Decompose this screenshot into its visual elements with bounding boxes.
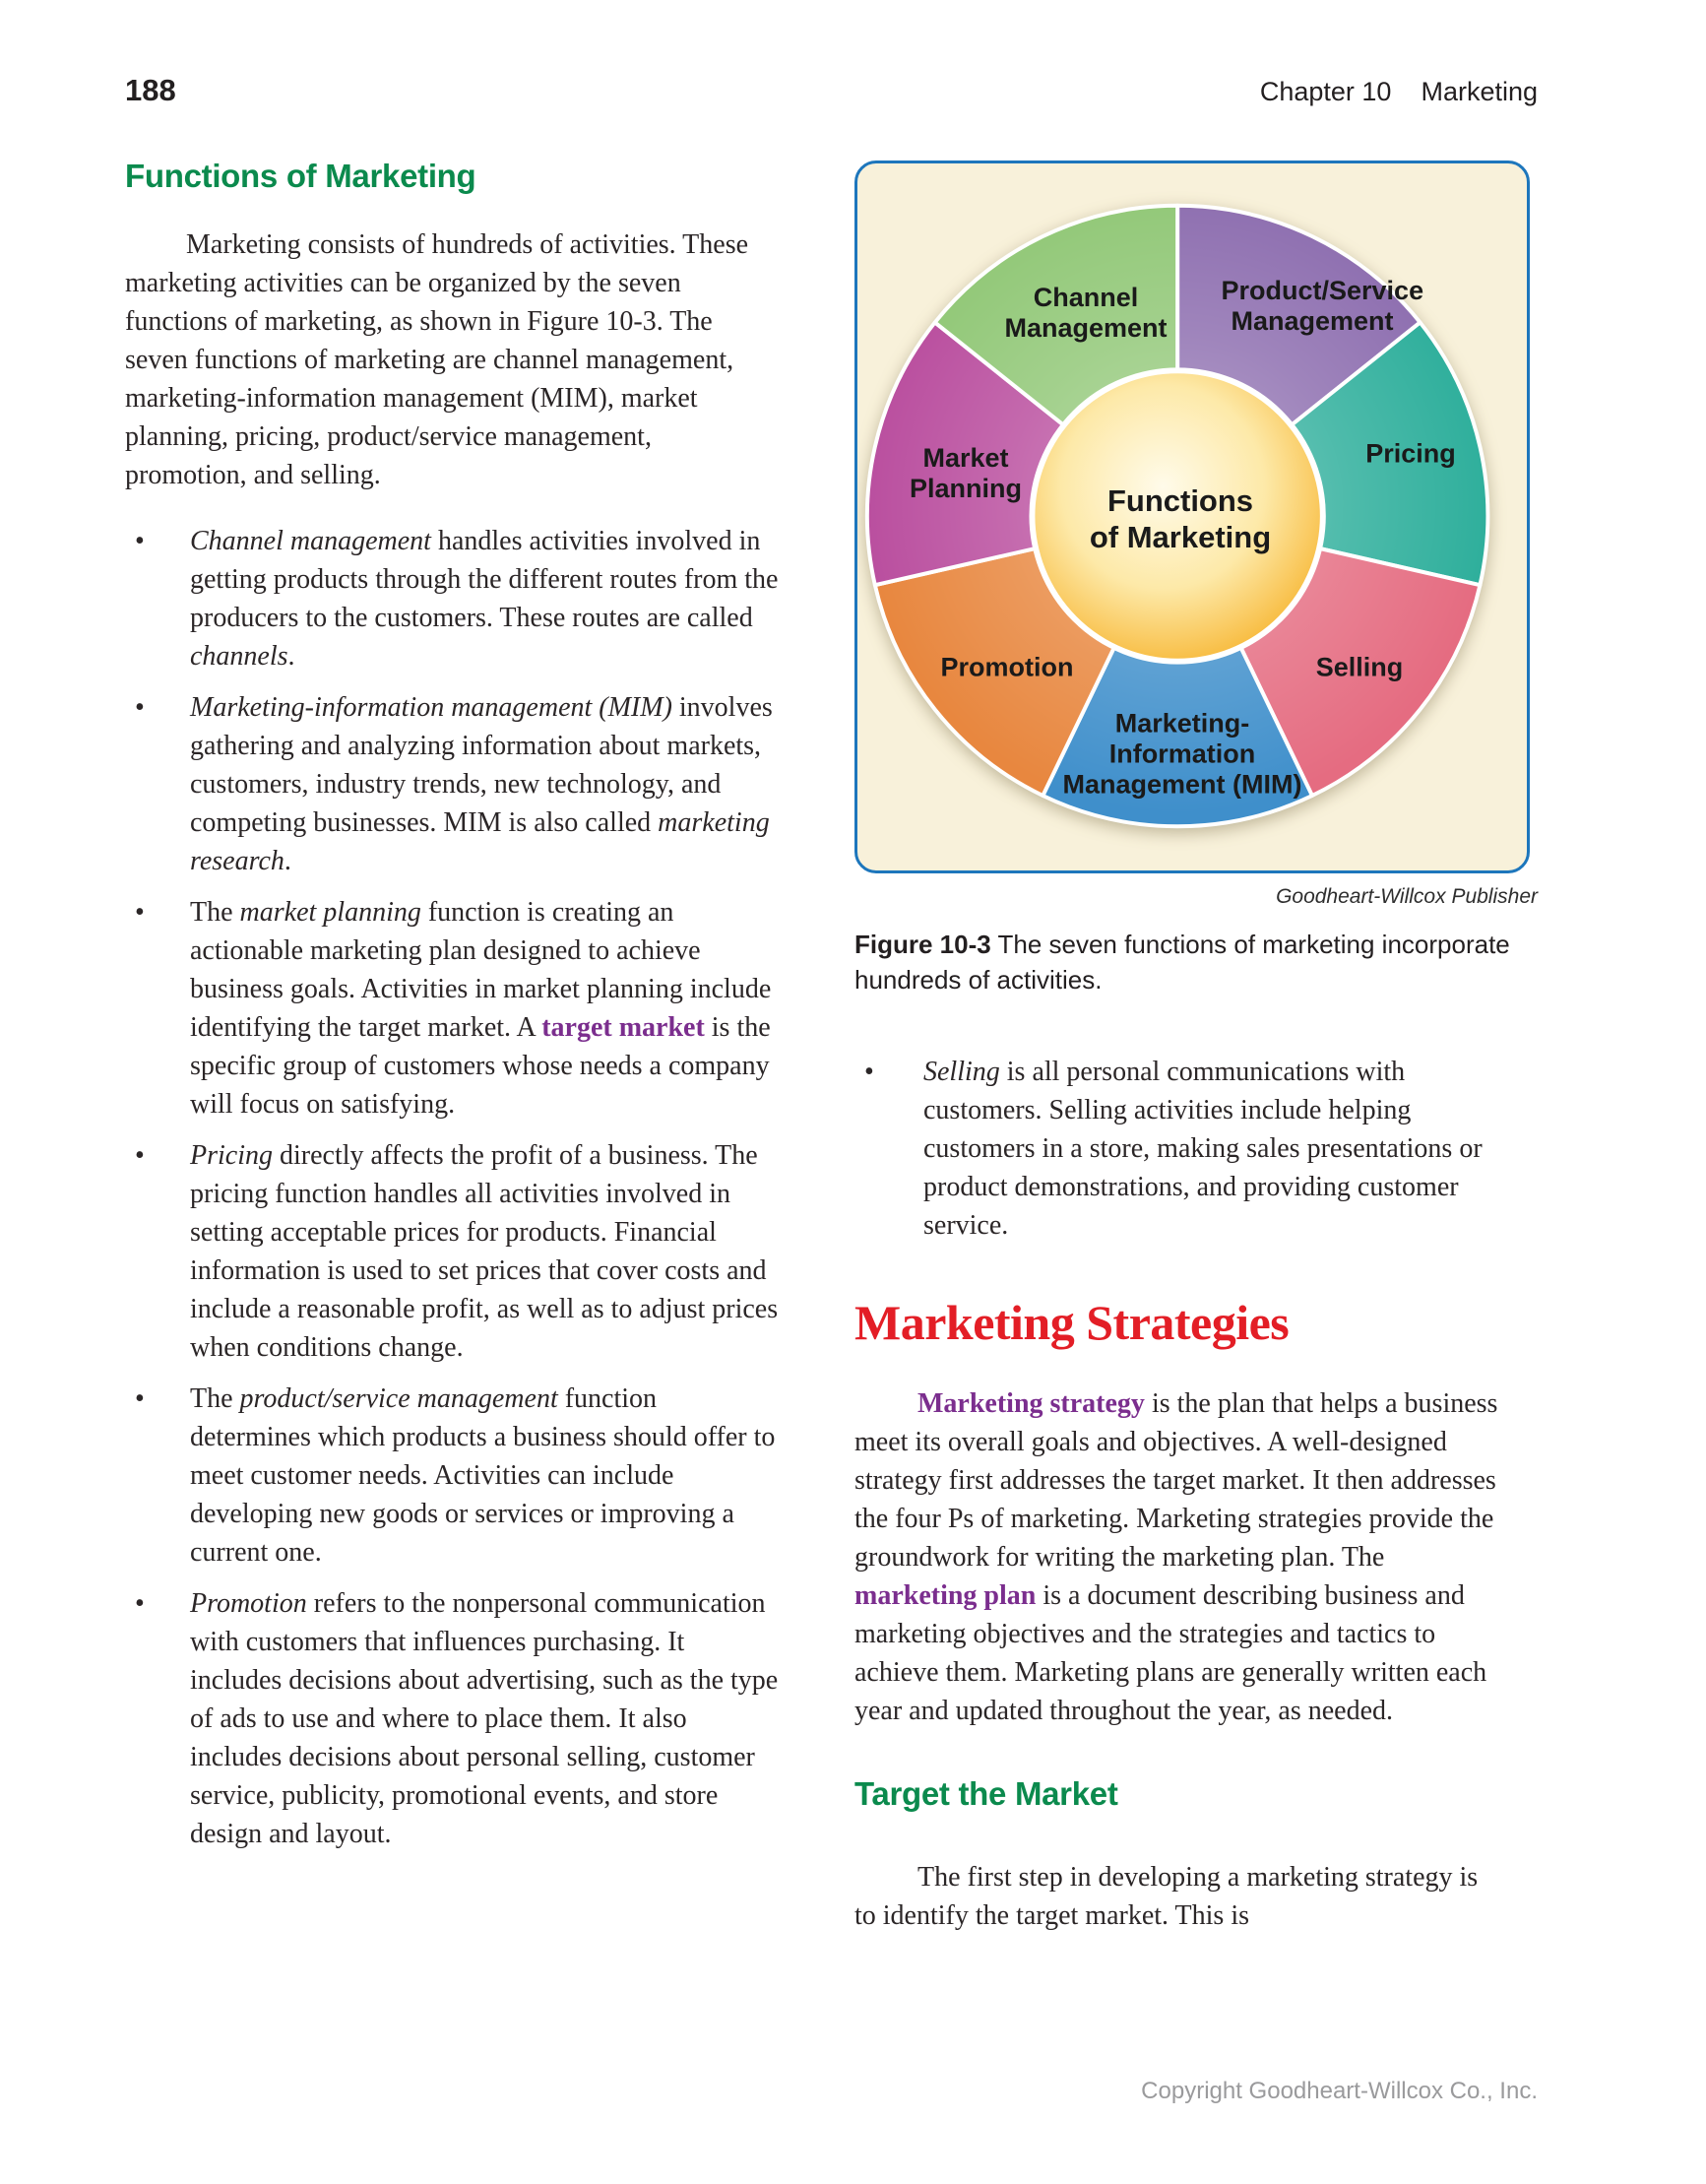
chapter-label: Chapter 10 <box>1259 77 1392 106</box>
label-pricing: Pricing <box>1365 438 1456 469</box>
center-title-line2: of Marketing <box>1089 520 1272 554</box>
section-heading-functions: Functions of Marketing <box>125 158 476 194</box>
bullet-text: The product/service management function … <box>190 1383 776 1568</box>
target-market-paragraph: The first step in developing a marketing… <box>854 1862 1479 1931</box>
figure-caption-label: Figure 10-3 <box>854 930 991 959</box>
bullet-marker: • <box>135 1140 145 1171</box>
bullet-marker: • <box>135 1383 145 1414</box>
bullet-text: Channel management handles activities in… <box>190 526 779 672</box>
wheel-center-circle <box>1029 367 1326 665</box>
publisher-credit: Goodheart-Willcox Publisher <box>1276 885 1538 908</box>
strategies-paragraph: Marketing strategy is the plan that help… <box>854 1388 1498 1726</box>
label-selling: Selling <box>1315 652 1404 682</box>
bullet-marker: • <box>135 526 145 556</box>
running-head: Chapter 10 Marketing <box>1260 77 1538 107</box>
right-column: Channel Management Product/Service Manag… <box>854 161 1538 1962</box>
wheel-center-title: Functions of Marketing <box>1090 482 1271 555</box>
functions-wheel-diagram <box>864 203 1490 829</box>
bullet-channel-management: • Channel management handles activities … <box>125 522 781 675</box>
bullet-selling: • Selling is all personal communications… <box>854 1053 1504 1245</box>
bullet-marker: • <box>135 1588 145 1619</box>
section-heading-target-market: Target the Market <box>854 1775 1118 1812</box>
label-market-planning: Market Planning <box>910 443 1022 503</box>
center-title-line1: Functions <box>1106 483 1254 518</box>
left-column: Functions of Marketing Marketing consist… <box>125 158 783 1866</box>
copyright-footer: Copyright Goodheart-Willcox Co., Inc. <box>1141 2078 1538 2104</box>
bullet-text: Promotion refers to the nonpersonal comm… <box>190 1588 779 1849</box>
bullet-marker: • <box>135 897 145 928</box>
page-number: 188 <box>125 73 176 107</box>
label-product-service: Product/Service Management <box>1221 276 1424 336</box>
section-heading-marketing-strategies: Marketing Strategies <box>854 1295 1290 1350</box>
bullet-promotion: • Promotion refers to the nonpersonal co… <box>125 1584 781 1853</box>
functions-bullet-list: • Channel management handles activities … <box>125 522 783 1853</box>
label-mim: Marketing-Information Management (MIM) <box>1062 708 1302 800</box>
page-header: 188 Chapter 10 Marketing <box>125 73 1538 108</box>
chapter-subject: Marketing <box>1421 77 1538 106</box>
label-channel-management: Channel Management <box>1004 283 1168 343</box>
figure-10-3-panel: Channel Management Product/Service Manag… <box>854 161 1530 873</box>
bullet-text: Selling is all personal communications w… <box>923 1057 1483 1241</box>
bullet-text: Pricing directly affects the profit of a… <box>190 1140 779 1363</box>
intro-paragraph: Marketing consists of hundreds of activi… <box>125 229 749 490</box>
figure-caption-text: The seven functions of marketing incorpo… <box>854 930 1510 995</box>
label-promotion: Promotion <box>940 652 1074 682</box>
bullet-product-service: • The product/service management functio… <box>125 1380 781 1572</box>
figure-caption: Figure 10-3 The seven functions of marke… <box>854 927 1514 997</box>
bullet-market-planning: • The market planning function is creati… <box>125 893 781 1124</box>
bullet-mim: • Marketing-information management (MIM)… <box>125 688 781 880</box>
bullet-text: The market planning function is creating… <box>190 897 772 1120</box>
bullet-text: Marketing-information management (MIM) i… <box>190 692 773 876</box>
bullet-pricing: • Pricing directly affects the profit of… <box>125 1136 781 1367</box>
bullet-marker: • <box>864 1057 874 1087</box>
bullet-marker: • <box>135 692 145 723</box>
